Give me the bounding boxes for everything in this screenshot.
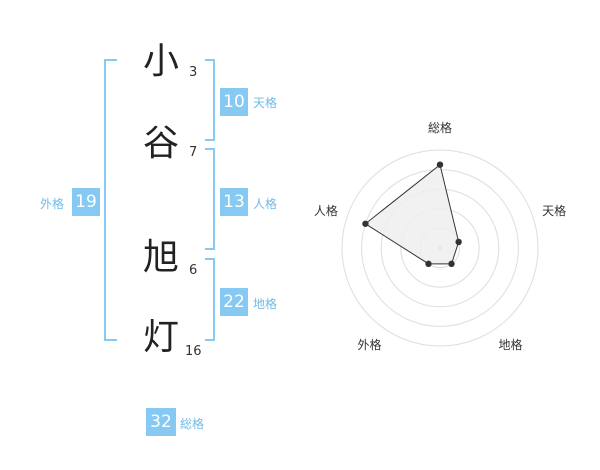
radar-series-polygon (364, 163, 460, 265)
stroke-count-2: 7 (189, 145, 198, 160)
sokaku-value-box: 32 (146, 408, 176, 436)
jin-label: 人格 (253, 197, 278, 211)
gai-label: 外格 (40, 197, 65, 211)
radar-point-3 (448, 260, 455, 268)
chi-value-box: 22 (220, 288, 248, 316)
gai-bracket (104, 59, 117, 341)
name-char-4: 灯 (142, 317, 179, 358)
name-char-3: 旭 (142, 237, 179, 278)
gai-value-box: 19 (72, 188, 100, 216)
radar-axis-label-5: 人格 (314, 203, 338, 218)
chi-bracket (205, 258, 215, 341)
jin-bracket (205, 148, 215, 250)
radar-axis-label-2: 天格 (542, 203, 566, 218)
name-char-1: 小 (142, 41, 179, 82)
radar-axis-label-3: 地格 (499, 337, 523, 352)
chi-label: 地格 (253, 297, 278, 311)
radar-point-2 (455, 238, 462, 246)
radar-point-5 (362, 220, 369, 227)
ten-value-box: 10 (220, 88, 248, 116)
radar-point-1 (436, 161, 444, 168)
stroke-count-1: 3 (189, 65, 198, 80)
stroke-count-4: 16 (185, 344, 202, 359)
ten-label: 天格 (253, 96, 278, 110)
jin-value-box: 13 (220, 188, 248, 216)
ten-bracket (205, 59, 215, 141)
radar-axis-label-4: 外格 (357, 337, 381, 352)
sokaku-label: 総格 (180, 417, 205, 431)
radar-grid-ring (341, 149, 539, 347)
radar-axis-label-1: 総格 (428, 120, 452, 135)
stroke-count-3: 6 (189, 263, 198, 278)
radar-point-4 (425, 260, 432, 268)
name-char-2: 谷 (142, 123, 179, 164)
